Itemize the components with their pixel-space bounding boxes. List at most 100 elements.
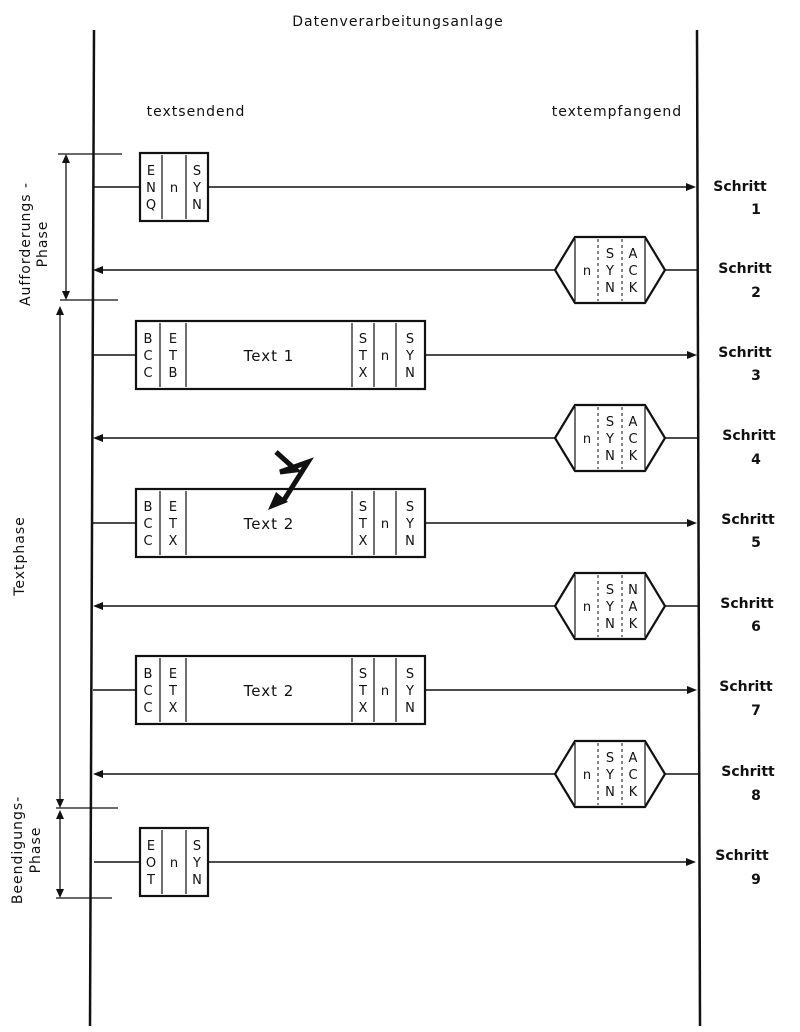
- control-char: A: [629, 247, 638, 262]
- frame-text: Text 2: [243, 515, 295, 533]
- control-char: A: [629, 751, 638, 766]
- control-char: O: [146, 856, 156, 871]
- control-char: n: [583, 768, 591, 783]
- arrow-head: [93, 602, 103, 610]
- control-char: n: [170, 181, 178, 196]
- control-char: Y: [405, 517, 414, 532]
- arrow-head: [686, 183, 696, 191]
- step-label: Schritt: [722, 428, 776, 444]
- control-char: S: [359, 500, 367, 515]
- diagram-title: Datenverarbeitungsanlage: [292, 14, 504, 30]
- control-char: T: [358, 684, 367, 699]
- control-char: S: [606, 583, 614, 598]
- control-char: K: [629, 281, 638, 296]
- control-char: A: [629, 415, 638, 430]
- frame-text: Text 2: [243, 682, 295, 700]
- control-char: Y: [192, 181, 201, 196]
- control-char: Y: [405, 684, 414, 699]
- control-char: X: [169, 701, 178, 716]
- step-label: Schritt: [719, 679, 773, 695]
- step-number: 8: [751, 788, 761, 804]
- step-label: Schritt: [721, 764, 775, 780]
- control-char: B: [144, 500, 153, 515]
- step-number: 6: [751, 619, 761, 635]
- control-char: Y: [192, 856, 201, 871]
- control-char: T: [146, 873, 155, 888]
- step-number: 3: [751, 368, 761, 384]
- error-lightning-icon: [268, 450, 314, 510]
- step-label: Schritt: [721, 512, 775, 528]
- step-label: Schritt: [715, 848, 769, 864]
- control-char: n: [170, 856, 178, 871]
- control-char: n: [381, 684, 389, 699]
- control-char: N: [605, 281, 615, 296]
- step-number: 9: [751, 872, 761, 888]
- control-char: Y: [605, 768, 614, 783]
- control-char: E: [147, 164, 155, 179]
- control-char: X: [359, 534, 368, 549]
- control-char: C: [143, 366, 152, 381]
- control-char: Y: [605, 432, 614, 447]
- phase-label-end-sub: Phase: [28, 827, 44, 874]
- sender-column-label: textsendend: [147, 104, 246, 120]
- control-char: T: [168, 517, 177, 532]
- control-char: n: [583, 432, 591, 447]
- control-char: C: [143, 701, 152, 716]
- phase-label-end: Beendigungs-: [10, 796, 26, 904]
- control-char: n: [583, 600, 591, 615]
- step-labels: Schritt 1 Schritt 2 Schritt 3 Schritt 4 …: [713, 179, 776, 888]
- control-char: K: [629, 449, 638, 464]
- control-char: Y: [605, 264, 614, 279]
- control-char: N: [405, 701, 415, 716]
- control-char: T: [168, 349, 177, 364]
- control-char: S: [606, 247, 614, 262]
- control-char: C: [143, 349, 152, 364]
- control-char: S: [606, 751, 614, 766]
- step-label: Schritt: [720, 596, 774, 612]
- arrow-head: [687, 519, 697, 527]
- control-char: S: [406, 667, 414, 682]
- step-number: 4: [751, 452, 761, 468]
- receiver-station-line: [695, 29, 702, 1027]
- control-char: E: [169, 500, 177, 515]
- receiver-column-label: textempfangend: [552, 104, 682, 120]
- control-char: B: [144, 332, 153, 347]
- phase-label-request-sub: Phase: [35, 221, 51, 268]
- control-char: K: [629, 785, 638, 800]
- control-char: S: [359, 667, 367, 682]
- control-char: Q: [146, 198, 156, 213]
- arrow-head: [687, 351, 697, 359]
- control-char: C: [143, 517, 152, 532]
- control-char: E: [147, 839, 155, 854]
- control-char: B: [144, 667, 153, 682]
- control-char: S: [406, 500, 414, 515]
- control-char: E: [169, 332, 177, 347]
- control-char: T: [168, 684, 177, 699]
- control-char: C: [628, 264, 637, 279]
- phase-label-text: Textphase: [12, 516, 28, 597]
- control-char: E: [169, 667, 177, 682]
- control-char: n: [381, 349, 389, 364]
- control-char: S: [406, 332, 414, 347]
- control-char: N: [192, 198, 202, 213]
- step-number: 7: [751, 703, 761, 719]
- arrow-head: [687, 686, 697, 694]
- step-number: 2: [751, 285, 761, 301]
- control-char: N: [605, 785, 615, 800]
- step-label: Schritt: [718, 261, 772, 277]
- step-label: Schritt: [718, 345, 772, 361]
- sender-station-line: [88, 29, 96, 1027]
- arrow-head: [93, 770, 103, 778]
- control-char: K: [629, 617, 638, 632]
- arrow-head: [686, 858, 696, 866]
- control-char: n: [381, 517, 389, 532]
- control-char: S: [193, 839, 201, 854]
- control-char: N: [405, 366, 415, 381]
- control-char: N: [605, 449, 615, 464]
- control-char: Y: [405, 349, 414, 364]
- control-char: n: [583, 264, 591, 279]
- step-number: 5: [751, 535, 761, 551]
- step-number: 1: [751, 202, 761, 218]
